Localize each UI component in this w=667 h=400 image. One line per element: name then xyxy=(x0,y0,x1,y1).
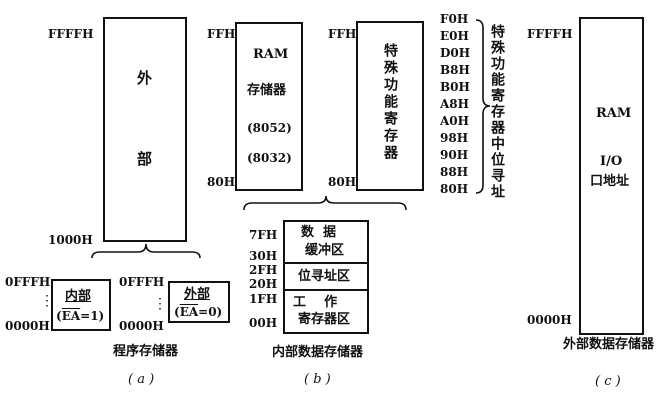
svg-text:⋮: ⋮ xyxy=(40,293,54,309)
b-seg3-line2: 寄存器区 xyxy=(298,312,351,327)
a-external-program-memory: 外 部 xyxy=(103,17,187,242)
b-ram-line4: (8032) xyxy=(247,151,292,165)
a-label: ( a ) xyxy=(128,372,155,387)
a-outer-char-2: 部 xyxy=(137,150,153,168)
a-internal-ea-prefix: ( xyxy=(56,309,62,323)
a-addr-ffffh: FFFFH xyxy=(48,27,94,41)
a-right-addr-0fffh: 0FFFH xyxy=(119,275,165,289)
a-left-addr-0000h: 0000H xyxy=(5,319,50,333)
c-external-data-memory-block: RAM I/O 口地址 xyxy=(579,17,644,335)
c-line2: I/O xyxy=(600,154,623,169)
c-addr-ffffh: FFFFH xyxy=(527,27,573,41)
a-outer-char-1: 外 xyxy=(137,69,153,87)
a-external-title: 外部 xyxy=(184,287,211,302)
a-right-addr-0000h: 0000H xyxy=(119,319,164,333)
a-internal-rom-block: 内部 (EA=1) xyxy=(51,279,111,331)
b-sfr-addr-ffh: FFH xyxy=(328,27,357,41)
b-caption: 内部数据存储器 xyxy=(272,345,364,360)
b-data-buffer-area: 数 据 缓冲区 xyxy=(285,222,367,264)
b-sfr-addr: A8H xyxy=(440,97,469,111)
b-low-addr-2fh: 2FH xyxy=(249,263,278,277)
b-sfr-addr: E0H xyxy=(440,29,469,43)
b-low-addr-20h: 20H xyxy=(249,277,278,291)
b-lower-ram-block: 数 据 缓冲区 位寻址区 工 作 寄存器区 xyxy=(283,220,369,334)
a-external-ea-label: (EA=0) xyxy=(174,306,222,318)
a-external-ea: EA xyxy=(179,305,199,319)
a-internal-ea-label: (EA=1) xyxy=(56,310,104,322)
c-addr-0000h: 0000H xyxy=(527,313,572,327)
a-external-rom-block: 外部 (EA=0) xyxy=(168,281,230,323)
b-sfr-addr: 98H xyxy=(440,131,469,145)
brace-b xyxy=(243,195,407,211)
b-ram-line2: 存储器 xyxy=(247,83,287,98)
b-low-addr-00h: 00H xyxy=(249,316,278,330)
a-external-ea-suffix: =0) xyxy=(198,305,223,319)
a-left-addr-0fffh: 0FFFH xyxy=(5,275,51,289)
b-sfr-addr-80h: 80H xyxy=(328,175,357,189)
b-seg3-line1: 工 作 xyxy=(293,295,338,310)
b-seg1-line2: 缓冲区 xyxy=(305,243,345,258)
b-ram-addr-80h: 80H xyxy=(207,175,236,189)
b-ram-addr-ffh: FFH xyxy=(207,27,236,41)
a-internal-ea: EA xyxy=(61,309,81,323)
c-caption: 外部数据存储器 xyxy=(563,337,655,352)
b-low-addr-1fh: 1FH xyxy=(249,292,278,306)
brace-a xyxy=(91,243,201,259)
b-label: ( b ) xyxy=(304,372,331,387)
b-sfr-addr: 88H xyxy=(440,165,469,179)
a-internal-title: 内部 xyxy=(65,289,92,304)
b-seg2: 位寻址区 xyxy=(298,269,351,284)
b-sfr-addr: F0H xyxy=(440,12,469,26)
brace-sfr xyxy=(475,19,491,194)
b-sfr-addr: D0H xyxy=(440,46,471,60)
c-line1: RAM xyxy=(596,106,632,121)
b-sfr-addr: 90H xyxy=(440,148,469,162)
b-sfr-addr: B0H xyxy=(440,80,470,94)
b-sfr-addr: 80H xyxy=(440,182,469,196)
b-sfr-label: 特殊功能寄存器 xyxy=(382,43,398,162)
a-addr-1000h: 1000H xyxy=(48,233,93,247)
b-sfr-block: 特殊功能寄存器 xyxy=(356,21,424,191)
b-low-addr-7fh: 7FH xyxy=(249,228,278,242)
svg-text:⋮: ⋮ xyxy=(153,296,167,312)
b-sfr-addr: B8H xyxy=(440,63,470,77)
b-sfr-addr: A0H xyxy=(440,114,469,128)
a-caption: 程序存储器 xyxy=(113,344,179,359)
a-external-ea-prefix: ( xyxy=(174,305,180,319)
b-upper-ram-block: RAM 存储器 (8052) (8032) xyxy=(235,22,303,191)
b-ram-line3: (8052) xyxy=(247,121,292,135)
b-bit-addressable-area: 位寻址区 xyxy=(285,264,367,291)
b-seg1-line1: 数 据 xyxy=(301,225,337,240)
a-internal-ea-suffix: =1) xyxy=(80,309,105,323)
c-label: ( c ) xyxy=(595,374,621,389)
b-register-bank-area: 工 作 寄存器区 xyxy=(285,291,367,332)
b-ram-line1: RAM xyxy=(253,47,289,62)
b-bit-sfr-label: 特殊功能寄存器中位寻址 xyxy=(489,24,505,200)
b-low-addr-30h: 30H xyxy=(249,249,278,263)
c-line3: 口地址 xyxy=(590,174,630,189)
